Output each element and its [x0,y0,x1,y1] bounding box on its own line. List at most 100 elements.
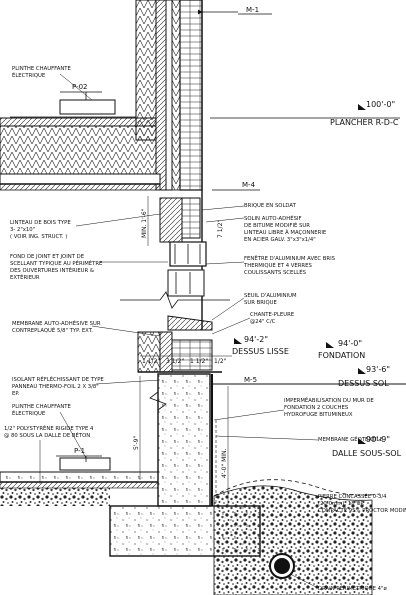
dim-7-1-2: 7 1/2" [217,220,224,238]
window-lintel [159,197,207,267]
note-right-4: CHANTE-PLEURE @24" C/C [211,312,295,335]
svg-text:FENÊTRE D'ALUMINIUM AVEC BRIS: FENÊTRE D'ALUMINIUM AVEC BRIS [244,254,336,262]
tag-p02: P-02 [60,83,102,100]
svg-text:( VOIR ING. STRUCT. ): ( VOIR ING. STRUCT. ) [10,234,67,240]
svg-text:EN ACIER GALV. 3"x3"x1/4": EN ACIER GALV. 3"x3"x1/4" [244,237,316,243]
svg-text:4'-0" MIN.: 4'-0" MIN. [221,448,228,478]
tag-m5: M-5 [212,376,270,385]
tag-m1: M-1 [198,6,272,15]
svg-text:SUR BRIQUE: SUR BRIQUE [244,300,278,306]
elevation-label: DESSUS LISSE [232,347,289,356]
svg-text:LINTEAU LIBRE À MAÇONNERIE: LINTEAU LIBRE À MAÇONNERIE [244,229,327,236]
svg-text:THERMIQUE ET 4 VERRES: THERMIQUE ET 4 VERRES [243,263,312,269]
svg-text:FOND DE JOINT ET JOINT DE: FOND DE JOINT ET JOINT DE [10,254,85,260]
tag-m1-label: M-1 [246,6,259,14]
note-left-2: FOND DE JOINT ET JOINT DE SCELLANT TYPIQ… [10,254,168,281]
svg-text:1 1/2": 1 1/2" [142,358,160,365]
baseboard-heater-upper [59,99,116,115]
svg-text:IMPERMÉABILISATION DU MUR DE: IMPERMÉABILISATION DU MUR DE [284,396,374,404]
svg-text:3- 2"x10": 3- 2"x10" [10,227,35,233]
elevation-value: 90'-9" [366,435,390,444]
elevation-label: FONDATION [318,351,365,360]
note-left-4: ISOLANT RÉFLÉCHISSANT DE TYPE PANNEAU TH… [12,375,161,397]
svg-text:(20-0mm), 18"EP.: (20-0mm), 18"EP. [318,501,365,507]
elevation-value: 100'-0" [366,100,395,109]
elevation-value: 94'-2" [244,335,268,344]
elevation-94-0: 94'-0" FONDATION [318,339,365,360]
svg-text:1/2": 1/2" [214,358,227,365]
elevation-value: 93'-6" [366,365,390,374]
elevation-label: DALLE SOUS-SOL [332,449,402,458]
foundation-wall [149,373,217,507]
note-right-7: PIERRE CONCASSÉE 0-3/4 (20-0mm), 18"EP. … [318,492,406,514]
note-right-3: SEUIL D'ALUMINIUM SUR BRIQUE [211,293,297,321]
svg-text:@24" C/C: @24" C/C [250,319,276,325]
svg-text:MEMBRANE GÉOTEXTILE: MEMBRANE GÉOTEXTILE [318,435,384,443]
svg-text:PLINTHE CHAUFFANTE: PLINTHE CHAUFFANTE [12,404,72,410]
svg-text:DRAIN PÉRIMÉTRIQUE 4"ø: DRAIN PÉRIMÉTRIQUE 4"ø [318,584,387,592]
elevation-label: DESSUS SOL [338,379,389,388]
dim-4-0: 4'-0" MIN. [221,386,229,506]
svg-text:MIN. 1'-6": MIN. 1'-6" [141,208,148,238]
note-right-8: DRAIN PÉRIMÉTRIQUE 4"ø [289,573,387,592]
tag-p02-label: P-02 [72,83,88,91]
note-right-0: BRIQUE EN SOLDAT [201,203,297,211]
svg-text:DE BITUME MODIFIÉ SUR: DE BITUME MODIFIÉ SUR [244,221,310,229]
tag-p1: P-1 [56,447,102,462]
svg-text:PIERRE CONCASSÉE 0-3/4: PIERRE CONCASSÉE 0-3/4 [318,492,387,500]
tag-m5-label: M-5 [244,376,257,384]
svg-text:FONDATION 2 COUCHES: FONDATION 2 COUCHES [284,405,349,411]
svg-text:EXTÉRIEUR: EXTÉRIEUR [10,273,40,281]
tag-m4: M-4 [212,181,260,191]
floor-joist-assembly [0,117,161,191]
svg-text:3 1/2": 3 1/2" [166,358,184,365]
note-right-5: IMPERMÉABILISATION DU MUR DE FONDATION 2… [213,396,374,421]
elevation-value: 94'-0" [338,339,362,348]
svg-text:COULISSANTS SCELLÉS: COULISSANTS SCELLÉS [244,268,307,276]
svg-text:DES OUVERTURES INTÉRIEUR &: DES OUVERTURES INTÉRIEUR & [10,266,94,274]
tag-p1-label: P-1 [74,447,85,455]
svg-text:SCELLANT TYPIQUE AU PÉRIMÈTRE: SCELLANT TYPIQUE AU PÉRIMÈTRE [10,259,103,267]
dim-bottom-row: 1 1/2" 3 1/2" 1 1/2" 1/2" [140,355,232,365]
elevation-94-2: 94'-2" DESSUS LISSE [232,335,289,356]
svg-text:@ 80 SOUS LA DALLE DE BÉTON: @ 80 SOUS LA DALLE DE BÉTON [4,431,90,439]
note-left-6: 1/2" POLYSTYRÈNE RIGIDE TYPE 4 @ 80 SOUS… [4,424,94,484]
svg-text:EP.: EP. [12,391,20,397]
svg-text:HYDROFUGE BITUMINEUX: HYDROFUGE BITUMINEUX [284,412,353,418]
svg-text:ISOLANT RÉFLÉCHISSANT DE TYPE: ISOLANT RÉFLÉCHISSANT DE TYPE [12,375,104,383]
svg-text:CONTREPLAQUÉ 5/8" TYP. EXT.: CONTREPLAQUÉ 5/8" TYP. EXT. [12,326,93,334]
dim-min-1-6: MIN. 1'-6" [141,196,149,246]
svg-text:7 1/2": 7 1/2" [217,220,224,238]
elevation-100: 100'-0" PLANCHER R-D-C [330,100,399,127]
svg-text:1/2" POLYSTYRÈNE RIGIDE TYPE 4: 1/2" POLYSTYRÈNE RIGIDE TYPE 4 [4,424,94,432]
basement-slab [0,471,159,506]
svg-text:BRIQUE EN SOLDAT: BRIQUE EN SOLDAT [244,203,297,209]
note-right-2: FENÊTRE D'ALUMINIUM AVEC BRIS THERMIQUE … [205,254,336,276]
baseboard-heater-lower [59,457,111,471]
svg-text:ÉLECTRIQUE: ÉLECTRIQUE [12,409,46,417]
svg-text:ÉLECTRIQUE: ÉLECTRIQUE [12,71,46,79]
geotextile-line [213,479,381,497]
perimeter-drain [269,553,295,579]
note-left-1: LINTEAU DE BOIS TYPE 3- 2"x10" ( VOIR IN… [10,213,161,240]
dim-5-9: 5'-9" [133,376,141,480]
note-right-1: SOLIN AUTO-ADHÉSIF DE BITUME MODIFIÉ SUR… [205,214,327,243]
tag-m4-label: M-4 [242,181,256,189]
svg-text:LINTEAU DE BOIS TYPE: LINTEAU DE BOIS TYPE [10,220,71,226]
svg-text:SEUIL D'ALUMINIUM: SEUIL D'ALUMINIUM [244,293,297,299]
elevation-93-6: 93'-6" DESSUS SOL [338,365,390,388]
window-sill [167,269,213,331]
note-right-6: MEMBRANE GÉOTEXTILE [215,435,384,443]
svg-text:PLINTHE CHAUFFANTE: PLINTHE CHAUFFANTE [12,66,72,72]
svg-text:5'-9": 5'-9" [133,436,140,450]
lower-wall [137,331,222,373]
svg-text:1 1/2": 1 1/2" [190,358,208,365]
note-left-5: PLINTHE CHAUFFANTE ÉLECTRIQUE [12,404,87,459]
svg-text:CHANTE-PLEURE: CHANTE-PLEURE [250,312,295,318]
note-left-3: MEMBRANE AUTO-ADHÉSIVE SUR CONTREPLAQUÉ … [12,319,161,337]
crushed-stone [213,485,373,595]
note-left-0: PLINTHE CHAUFFANTE ÉLECTRIQUE [12,66,93,101]
svg-text:PANNEAU THERMO-FOIL 2 X 3/8": PANNEAU THERMO-FOIL 2 X 3/8" [12,384,99,390]
elevation-label: PLANCHER R-D-C [330,118,399,127]
svg-text:SOLIN AUTO-ADHÉSIF: SOLIN AUTO-ADHÉSIF [244,214,302,222]
